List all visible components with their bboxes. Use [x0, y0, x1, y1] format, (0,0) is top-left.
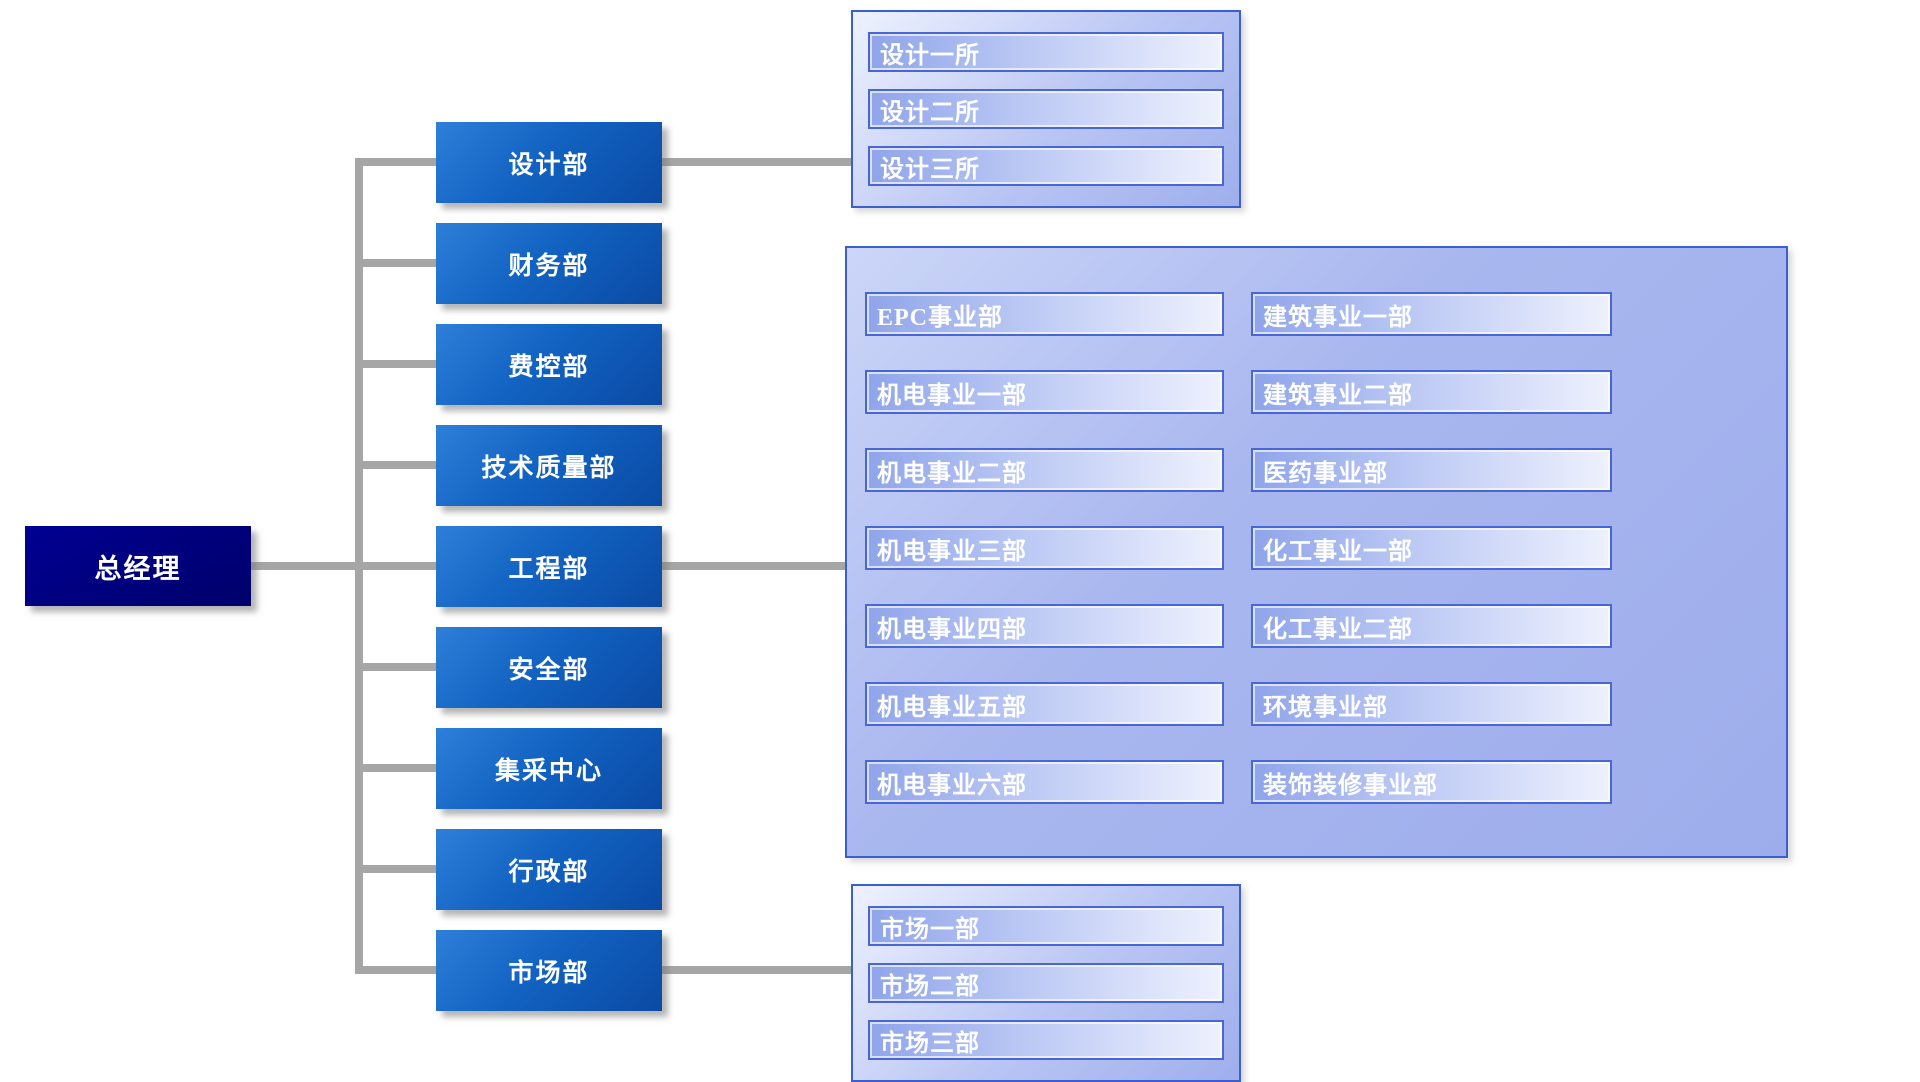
decoration-division-node: 装饰装修事业部: [1251, 760, 1612, 804]
connector-trunk-to-safety-dept: [355, 663, 436, 671]
mech-elec-division-1-node: 机电事业一部: [865, 370, 1224, 414]
market-divisions-panel: 市场一部 市场二部 市场三部: [851, 884, 1241, 1082]
market-division-2-node: 市场二部: [868, 963, 1224, 1003]
mech-elec-division-4-node: 机电事业四部: [865, 604, 1224, 648]
market-division-1-node: 市场一部: [868, 906, 1224, 946]
design-institute-2-node: 设计二所: [868, 89, 1224, 129]
connector-engineering-dept-to-panel: [662, 562, 845, 570]
engineering-divisions-panel: EPC事业部 机电事业一部 机电事业二部 机电事业三部 机电事业四部 机电事业五…: [845, 246, 1788, 858]
connector-trunk-to-procurement-center: [355, 764, 436, 772]
connector-trunk-to-cost-control-dept: [355, 360, 436, 368]
design-institute-3-node: 设计三所: [868, 146, 1224, 186]
connector-trunk-to-tech-quality-dept: [355, 461, 436, 469]
tech-quality-dept-node: 技术质量部: [436, 425, 662, 506]
epc-division-node: EPC事业部: [865, 292, 1224, 336]
safety-dept-node: 安全部: [436, 627, 662, 708]
marketing-dept-node: 市场部: [436, 930, 662, 1011]
connector-trunk-to-engineering-dept: [355, 562, 436, 570]
connector-trunk-to-admin-dept: [355, 865, 436, 873]
admin-dept-node: 行政部: [436, 829, 662, 910]
chemical-division-2-node: 化工事业二部: [1251, 604, 1612, 648]
connector-trunk-to-marketing-dept: [355, 966, 436, 974]
finance-dept-node: 财务部: [436, 223, 662, 304]
design-institute-1-node: 设计一所: [868, 32, 1224, 72]
connector-trunk-to-finance-dept: [355, 259, 436, 267]
chemical-division-1-node: 化工事业一部: [1251, 526, 1612, 570]
connector-marketing-dept-to-group: [662, 966, 851, 974]
environment-division-node: 环境事业部: [1251, 682, 1612, 726]
mech-elec-division-2-node: 机电事业二部: [865, 448, 1224, 492]
design-institutes-panel: 设计一所 设计二所 设计三所: [851, 10, 1241, 208]
mech-elec-division-5-node: 机电事业五部: [865, 682, 1224, 726]
general-manager-node: 总经理: [25, 526, 251, 606]
construction-division-2-node: 建筑事业二部: [1251, 370, 1612, 414]
engineering-dept-node: 工程部: [436, 526, 662, 607]
mech-elec-division-6-node: 机电事业六部: [865, 760, 1224, 804]
market-division-3-node: 市场三部: [868, 1020, 1224, 1060]
cost-control-dept-node: 费控部: [436, 324, 662, 405]
pharma-division-node: 医药事业部: [1251, 448, 1612, 492]
connector-design-dept-to-group: [662, 158, 851, 166]
construction-division-1-node: 建筑事业一部: [1251, 292, 1612, 336]
connector-trunk-to-design-dept: [355, 158, 436, 166]
design-dept-node: 设计部: [436, 122, 662, 203]
procurement-center-node: 集采中心: [436, 728, 662, 809]
mech-elec-division-3-node: 机电事业三部: [865, 526, 1224, 570]
connector-root-to-trunk: [251, 562, 363, 570]
